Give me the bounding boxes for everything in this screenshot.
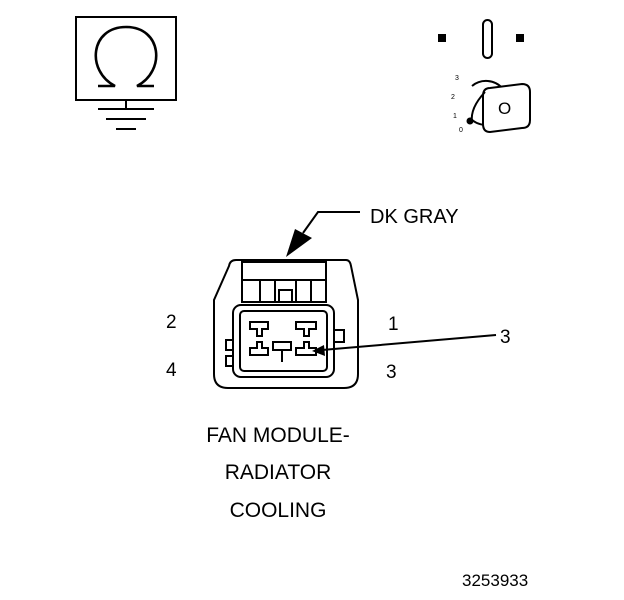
ignition-position-2: 2 [451,94,455,101]
ignition-position-0: 0 [459,127,463,134]
pin-label-1: 1 [388,314,399,335]
terminal-3 [295,341,317,356]
component-title-line-1: FAN MODULE- [206,424,350,447]
pin-label-3: 3 [386,362,397,383]
ignition-position-3: 3 [455,75,459,82]
pin-callout-line [312,334,497,356]
component-title-line-2: RADIATOR [224,461,332,484]
ohmmeter-ground-icon [75,16,177,130]
key-label: O [498,99,511,118]
pin-label-4: 4 [166,360,177,381]
terminal-2 [249,321,269,337]
connector-icon [213,259,359,389]
terminal-4 [249,341,269,356]
connector-terminals [249,321,317,362]
ignition-position-1: 1 [453,113,457,120]
figure-number: 3253933 [462,571,529,590]
component-title-line-3: COOLING [229,499,327,522]
wire-leader-arrow [286,211,360,257]
wire-color-label: DK GRAY [370,206,459,228]
terminal-1 [295,321,317,337]
callout-pin-label: 3 [500,327,511,348]
pin-label-2: 2 [166,312,177,333]
ignition-switch-icon [438,19,531,134]
